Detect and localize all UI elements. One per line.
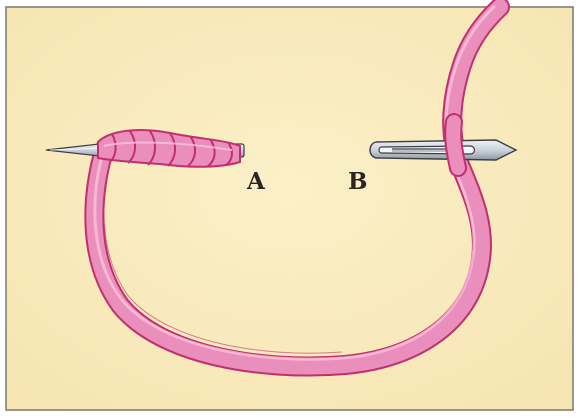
label-a: A [247,168,265,195]
needle-b [369,139,518,161]
thread-loop [84,0,510,377]
thread-through-eye [444,113,467,177]
label-b: B [348,168,368,195]
thread-wraps [97,129,241,168]
